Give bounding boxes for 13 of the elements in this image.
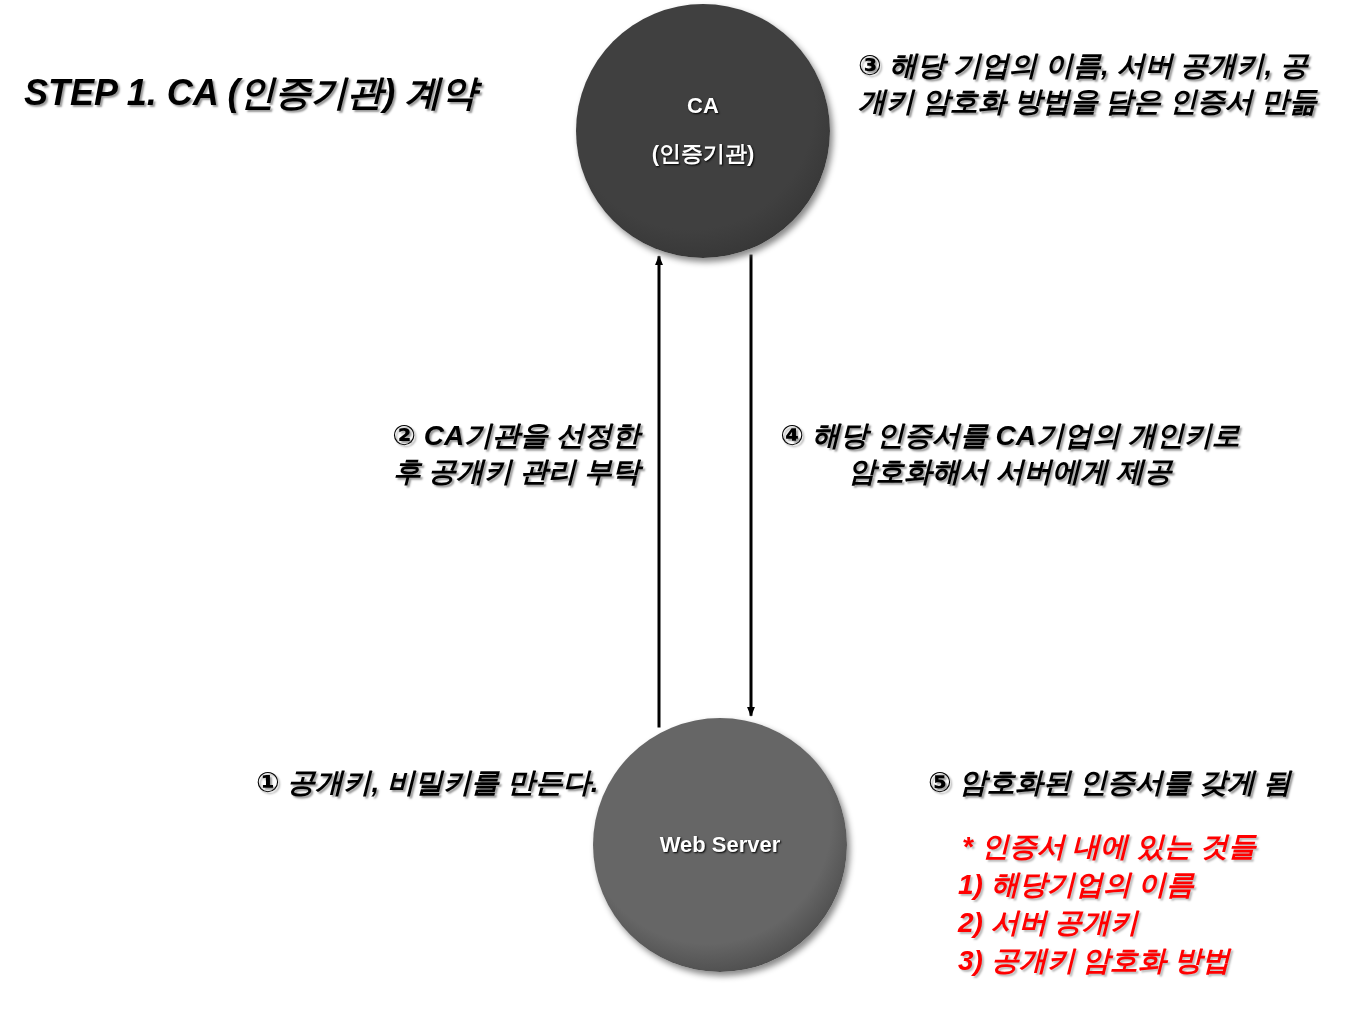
arrow [655,255,663,728]
note-text: 1) 해당기업의 이름 [958,868,1195,902]
note-text: * 인증서 내에 있는 것들 [962,830,1256,864]
edge-label: ④ 해당 인증서를 CA기업의 개인키로 암호화해서 서버에게 제공 [779,419,1241,490]
arrow [747,254,755,717]
step-note: ⑤ 암호화된 인증서를 갖게 됨 [928,766,1294,800]
node-label: (인증기관) [651,140,755,168]
node-label: Web Server [659,832,781,858]
step-note: ③ 해당 기업의 이름, 서버 공개키, 공개키 암호화 방법을 담은 인증서 만듦 [858,49,1319,120]
step-note: ① 공개키, 비밀키를 만든다. [256,766,600,800]
note-text: 2) 서버 공개키 [958,906,1139,940]
note-text: 3) 공개키 암호화 방법 [958,944,1231,978]
node-label: CA [687,93,719,119]
